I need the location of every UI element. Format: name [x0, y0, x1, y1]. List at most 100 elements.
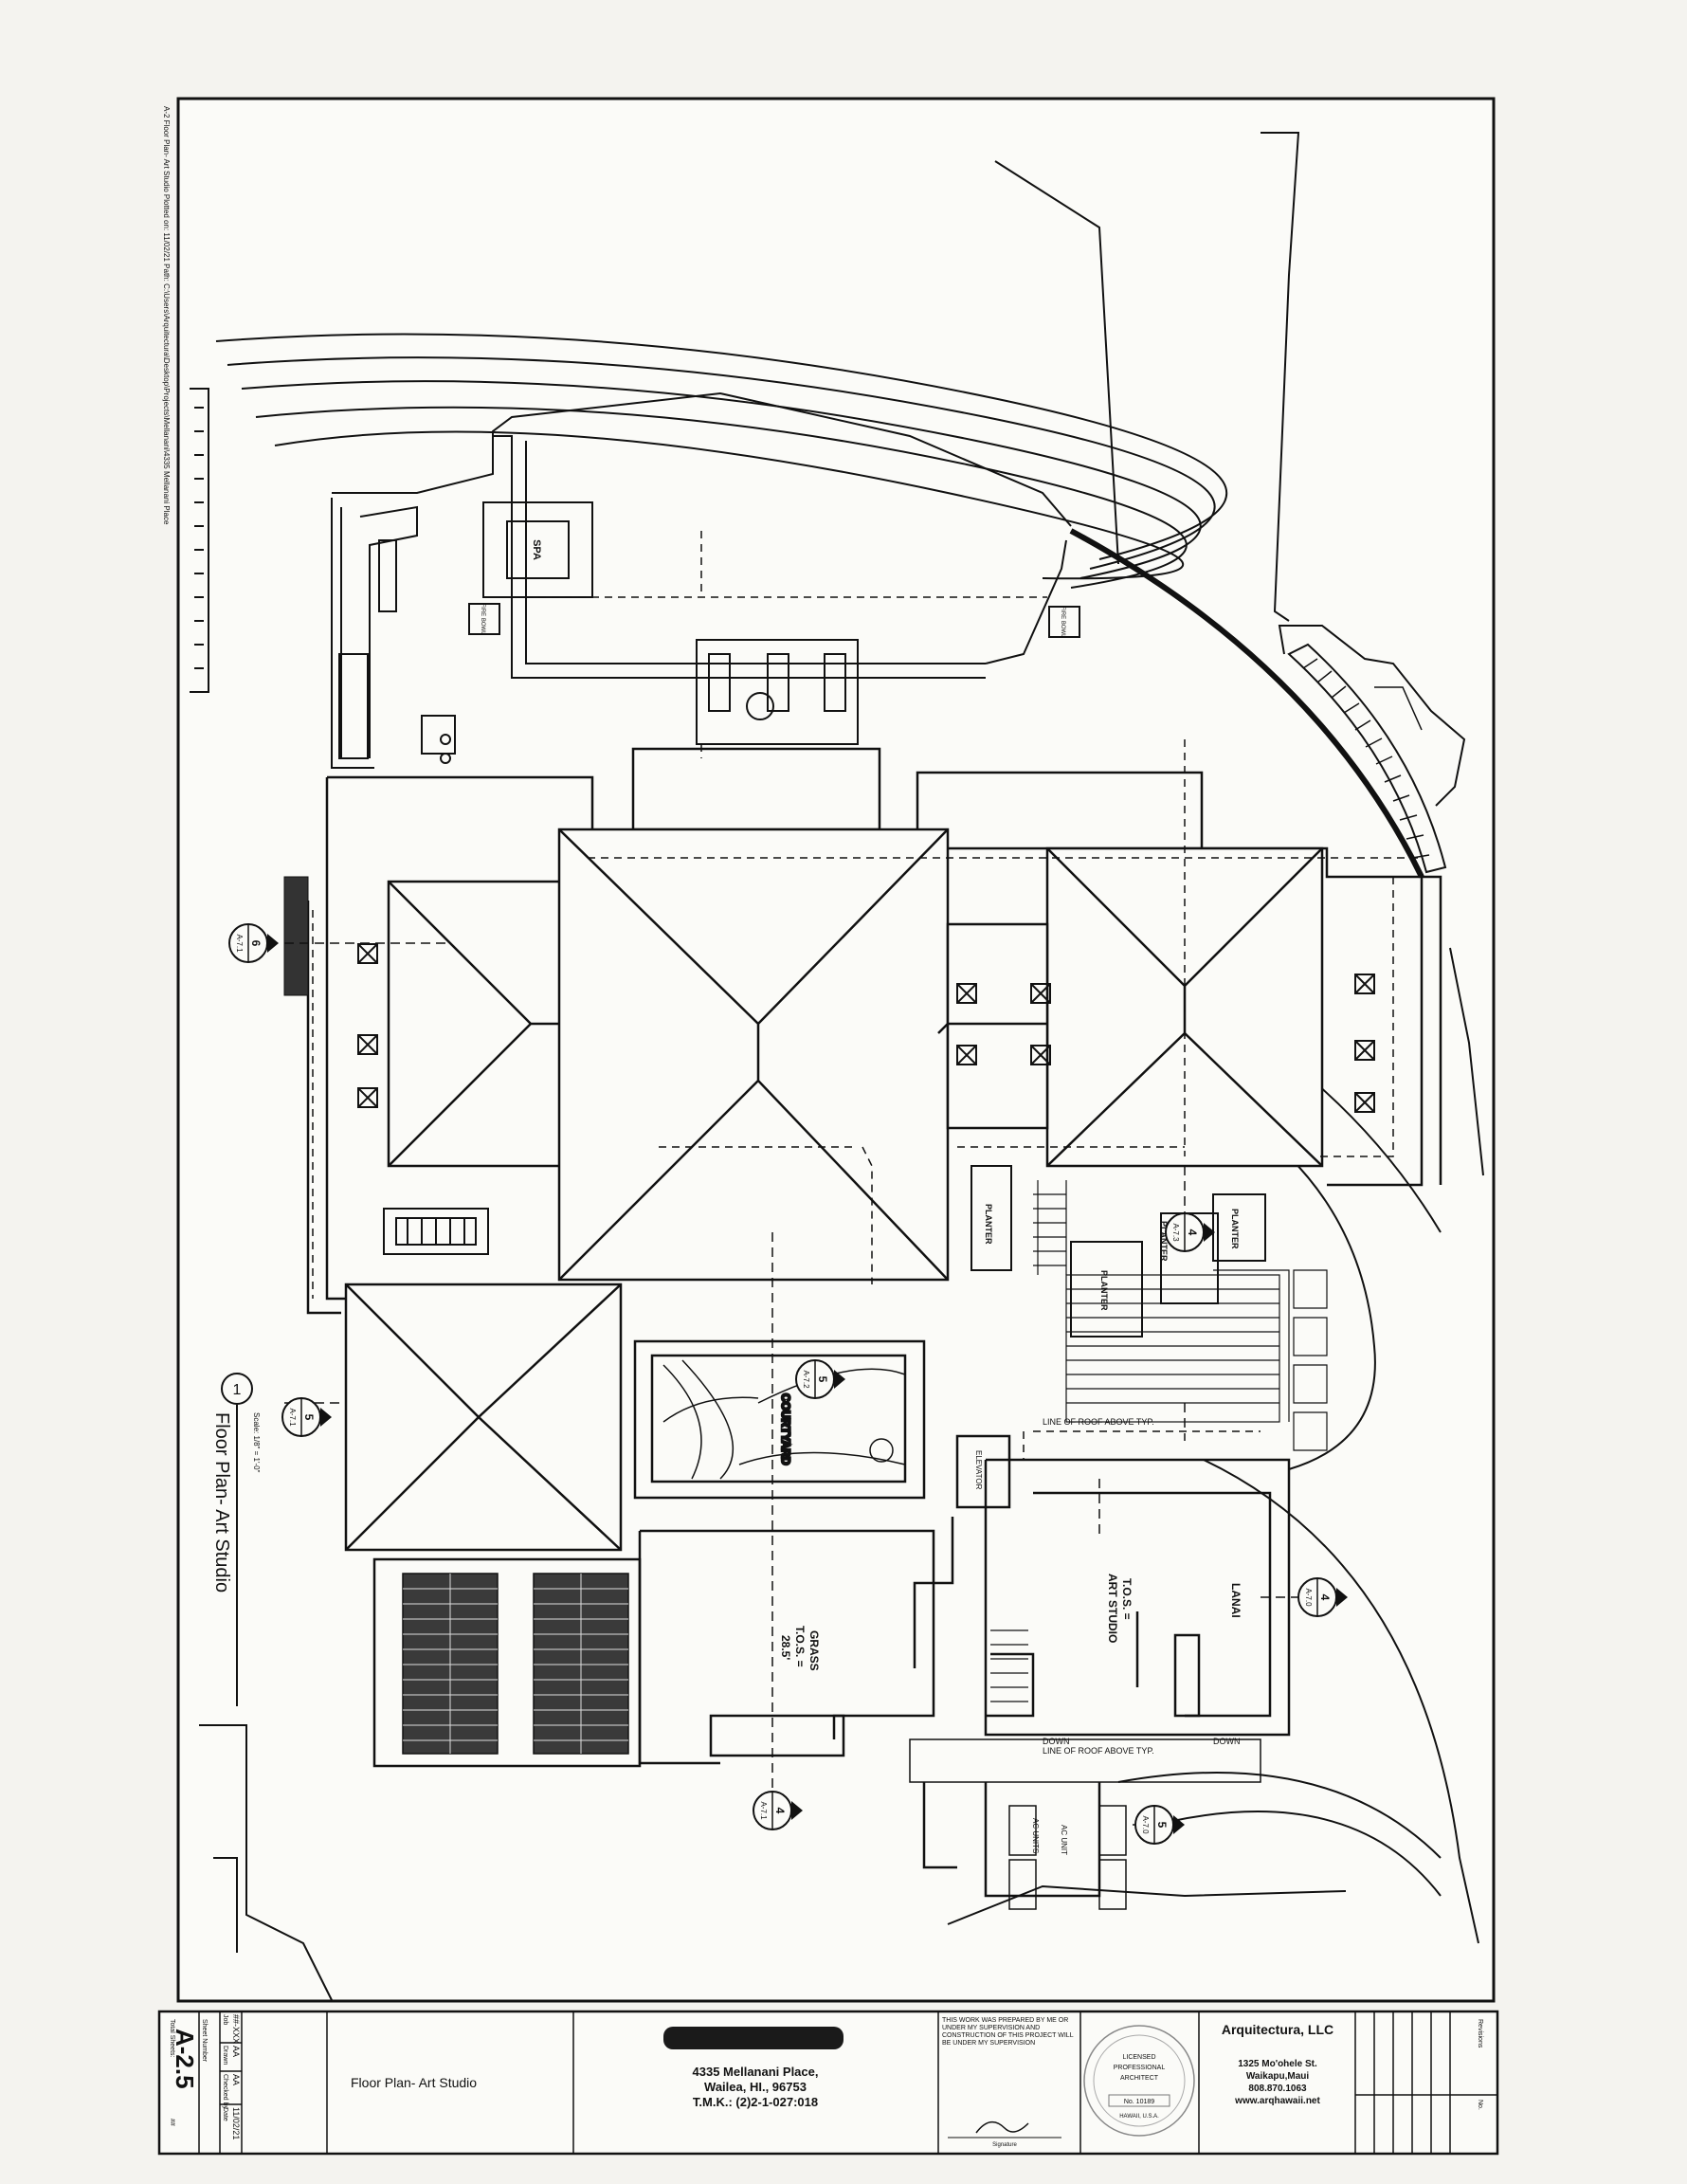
section-marker-sheet: A-7.0 — [1141, 1815, 1150, 1834]
studio-outline — [638, 1434, 1291, 1898]
ac-units-label: AC UNITS — [1031, 1818, 1040, 1853]
planter-label-1: PLANTER — [984, 1204, 993, 1245]
section-marker-number: 6 — [249, 940, 263, 947]
stair-vent-left — [383, 1208, 489, 1255]
drawing-title: Floor Plan- Art Studio — [211, 1412, 232, 1592]
stamp-state: HAWAII, U.S.A. — [1119, 2114, 1159, 2120]
lanai-label: LANAI — [1229, 1583, 1243, 1618]
drawing-scale: Scale: 1/8" = 1'-0" — [252, 1412, 261, 1473]
site-lines — [190, 132, 1484, 2001]
signature-label: Signature — [992, 2142, 1017, 2148]
plan-number: 1 — [233, 1382, 242, 1398]
drawn-label: Drawn — [222, 2046, 228, 2065]
section-marker-number: 4 — [773, 1808, 787, 1814]
revisions-label: Revisions — [1477, 2019, 1483, 2048]
hatched-wall-left — [283, 876, 309, 996]
section-marker-5-ac: 5 A-7.0 — [1134, 1805, 1185, 1845]
total-sheets-value: ## — [169, 2119, 175, 2126]
skylight — [956, 983, 977, 1004]
ac-units — [1008, 1805, 1127, 1910]
planters — [970, 1165, 1266, 1338]
sheet-number: A-2.5 — [171, 2029, 199, 2089]
skylight — [1354, 1040, 1375, 1061]
roof-lower-left — [344, 1283, 623, 1552]
stamp-line2: PROFESSIONAL — [1114, 2065, 1166, 2071]
curved-wall-stairs — [1069, 528, 1466, 879]
dashed-roof-lines — [312, 739, 1422, 1460]
sheet-number-label: Sheet Number — [201, 2019, 208, 2063]
date-label: Date — [222, 2107, 228, 2121]
elevator-label: ELEVATOR — [974, 1450, 983, 1490]
skylight — [1030, 983, 1051, 1004]
spa-deck — [331, 391, 1072, 769]
site-arc-1 — [215, 333, 1228, 560]
job-label: Job — [222, 2014, 228, 2025]
section-marker-sheet: A-7.0 — [1304, 1588, 1313, 1607]
skylight — [357, 1087, 378, 1108]
section-marker-number: 5 — [302, 1414, 316, 1421]
down-label-1: DOWN — [1043, 1737, 1070, 1746]
skylight — [956, 1045, 977, 1065]
job-value: ##-XXX — [231, 2014, 241, 2044]
grass-tos-label: T.O.S. = — [793, 1626, 807, 1667]
roof-above-label: LINE OF ROOF ABOVE TYP. — [1043, 1417, 1154, 1427]
architect-stamp: LICENSED PROFESSIONAL ARCHITECT No. 1018… — [1083, 2025, 1195, 2137]
checked-label: Checked by — [222, 2074, 228, 2109]
fire-bowl-label-2: FIRE BOWL — [1060, 606, 1065, 638]
section-marker-number: 5 — [1155, 1822, 1169, 1829]
section-markers: 6 A-7.1 5 A-7.1 5 A-7.2 4 A-7.3 — [228, 923, 1348, 1845]
skylight — [357, 1034, 378, 1055]
skylight — [1354, 1092, 1375, 1113]
firm-name: Arquitectura, LLC — [1222, 2022, 1333, 2037]
stamp-number: No. 10189 — [1124, 2099, 1154, 2105]
section-marker-number: 4 — [1318, 1594, 1332, 1601]
certification-box: THIS WORK WAS PREPARED BY ME OR UNDER MY… — [942, 2017, 1074, 2047]
section-marker-4-grass: 4 A-7.1 — [753, 1791, 803, 1830]
down-label-2: DOWN — [1213, 1737, 1241, 1746]
courtyard: COURTYARD — [633, 1339, 926, 1500]
firm-phone: 808.870.1063 — [1248, 2084, 1307, 2094]
date-value: 11/02/21 — [231, 2107, 241, 2139]
planter-label-3: PLANTER — [1159, 1221, 1169, 1262]
checked-value: AA — [231, 2074, 241, 2085]
fire-bowl-label-1: FIRE BOWL — [480, 603, 485, 635]
section-marker-number: 5 — [816, 1376, 829, 1383]
firm-city: Waikapu,Maui — [1246, 2071, 1310, 2082]
margin-plot-note: A-2 Floor Plan- Art Studio Plotted on: 1… — [162, 106, 171, 525]
studio-stairs — [990, 1180, 1067, 1702]
stamp-line3: ARCHITECT — [1120, 2075, 1159, 2082]
solar-panels — [372, 1557, 642, 1768]
address-line1: 4335 Mellanani Place, — [693, 2065, 819, 2079]
planter-label-4: PLANTER — [1230, 1209, 1240, 1249]
spa: SPA — [482, 501, 593, 598]
section-marker-5-courtyard: 5 A-7.2 — [795, 1359, 845, 1399]
art-studio-tos: T.O.S. = — [1120, 1578, 1134, 1620]
address-line2: Wailea, HI., 96753 — [704, 2080, 807, 2094]
sheet-title: Floor Plan- Art Studio — [351, 2075, 477, 2090]
stamp-line1: LICENSED — [1122, 2054, 1155, 2061]
section-marker-sheet: A-7.1 — [288, 1408, 297, 1427]
section-marker-sheet: A-7.3 — [1171, 1223, 1180, 1242]
skylight — [1354, 974, 1375, 994]
ac-unit-label: AC UNIT — [1060, 1825, 1068, 1855]
section-marker-sheet: A-7.1 — [235, 934, 244, 953]
signature-scribble — [975, 2120, 1029, 2134]
redacted-project-name — [663, 2027, 844, 2049]
certification-text: THIS WORK WAS PREPARED BY ME OR UNDER MY… — [942, 2017, 1074, 2047]
grass-elevation: 28.5' — [779, 1635, 792, 1660]
planter-label-2: PLANTER — [1099, 1270, 1109, 1311]
section-marker-5-left: 5 A-7.1 — [281, 1397, 332, 1437]
roof-main — [557, 828, 950, 1282]
spa-label: SPA — [531, 539, 542, 560]
skylight — [1030, 1045, 1051, 1065]
skylights — [357, 943, 1375, 1113]
total-sheets-label: Total Sheets: — [169, 2019, 175, 2058]
art-studio-label: ART STUDIO — [1106, 1574, 1119, 1643]
drawing-title-callout: 1 Floor Plan- Art Studio Scale: 1/8" = 1… — [211, 1373, 261, 1706]
section-marker-number: 4 — [1186, 1229, 1199, 1236]
dashed-hidden-lines-top — [512, 531, 1047, 758]
roof-connector — [937, 922, 1049, 1130]
fire-bowls: FIRE BOWL FIRE BOWL — [468, 603, 1080, 638]
firm-web: www.arqhawaii.net — [1234, 2096, 1320, 2106]
